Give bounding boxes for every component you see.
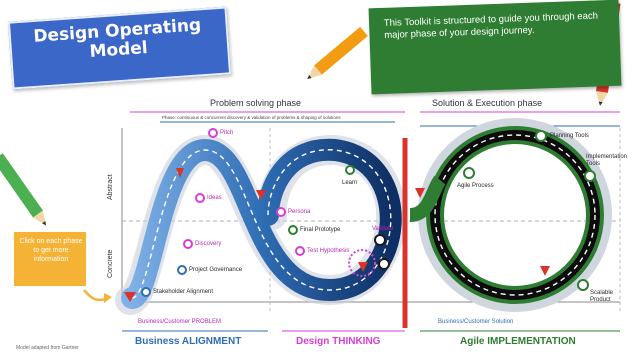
stage-implementation[interactable]: Agile IMPLEMENTATION xyxy=(460,336,576,347)
phase-header-lines xyxy=(130,111,620,127)
pencil-top-icon xyxy=(307,26,368,79)
hint-card[interactable] xyxy=(14,232,86,286)
node-ideas[interactable]: Ideas xyxy=(207,195,222,201)
node-impl[interactable]: Implementation Tools xyxy=(586,154,628,167)
stage-thinking[interactable]: Design THINKING xyxy=(296,336,381,347)
design-nodes xyxy=(141,128,596,297)
hint-text: Click on each phase to get more informat… xyxy=(19,238,83,263)
phase-solution[interactable]: Solution & Execution phase xyxy=(432,98,543,108)
footer-problem: Business/Customer PROBLEM xyxy=(138,319,222,325)
node-pitch[interactable]: Pitch xyxy=(220,130,234,136)
direction-arrows xyxy=(124,168,550,302)
node-planning[interactable]: Planning Tools xyxy=(550,133,589,139)
node-stakeholder[interactable]: Stakeholder Alignment xyxy=(153,289,214,295)
node-scalable[interactable]: Scalable Product xyxy=(590,290,614,303)
node-discovery[interactable]: Discovery xyxy=(195,241,222,247)
axis-abstract: Abstract xyxy=(107,174,114,200)
node-test[interactable]: Test Hypothesis xyxy=(307,248,350,254)
phase-problem[interactable]: Problem solving phase xyxy=(210,98,302,108)
node-persona[interactable]: Persona xyxy=(288,209,311,215)
stage-alignment[interactable]: Business ALIGNMENT xyxy=(135,336,242,347)
attribution: Model adapted from Gartner xyxy=(16,345,79,351)
agile-loop xyxy=(408,118,612,312)
node-final[interactable]: Final Prototype xyxy=(300,227,341,233)
phase-problem-sub: Phase: continuous & concurrent discovery… xyxy=(162,115,341,120)
axis-concrete: Concrete xyxy=(107,249,114,278)
node-validate[interactable]: Validate xyxy=(372,226,394,232)
footer-solution: Business/Customer Solution xyxy=(438,319,514,325)
node-governance[interactable]: Project Governance xyxy=(189,267,243,273)
design-path-tube xyxy=(121,138,402,309)
node-agile[interactable]: Agile Process xyxy=(457,183,494,189)
node-learn[interactable]: Learn xyxy=(342,180,358,186)
pencil-left-icon xyxy=(0,153,47,226)
